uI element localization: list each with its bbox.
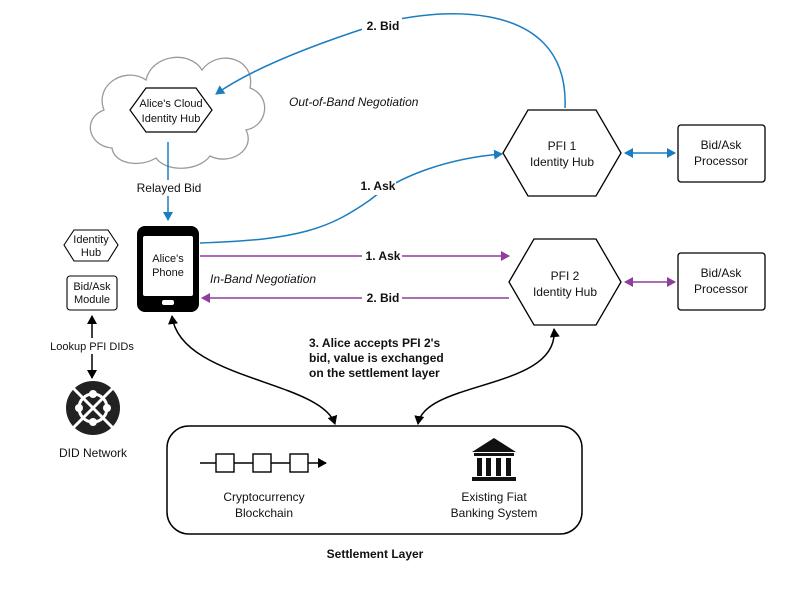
cloud-hub-hexagon (129, 87, 213, 133)
bank-icon (472, 438, 516, 481)
pfi2-settlement-arrow (414, 328, 560, 425)
accept-note-line-1: 3. Alice accepts PFI 2's (309, 336, 440, 350)
processor1-label-1: Bid/Ask (701, 138, 743, 152)
phone-label-2: Phone (152, 267, 184, 279)
fiat-label-1: Existing Fiat (461, 490, 527, 504)
processor1-label-2: Processor (694, 154, 748, 168)
pfi1-identity-hub: PFI 1 Identity Hub (502, 109, 622, 197)
ask-out-of-band-arrow (199, 149, 503, 244)
phone-label-1: Alice's (152, 253, 184, 265)
bidask-module: Bid/Ask Module (66, 275, 118, 311)
bid-out-of-band-label: 2. Bid (367, 19, 400, 33)
relayed-bid-label: Relayed Bid (137, 181, 202, 195)
crypto-label-1: Cryptocurrency (223, 490, 304, 504)
processor2-label-1: Bid/Ask (701, 266, 743, 280)
small-hub-label-1: Identity (73, 234, 109, 246)
module-label-2: Module (74, 294, 110, 306)
cloud-hub-label-1: Alice's Cloud (139, 98, 202, 110)
accept-note-line-2: bid, value is exchanged (309, 351, 444, 365)
bid-in-band-label: 2. Bid (367, 291, 400, 305)
ask-in-band-label: 1. Ask (366, 249, 401, 263)
blockchain-icon (200, 453, 327, 473)
bidask-processor-1: Bid/Ask Processor (677, 124, 766, 183)
ask-out-of-band-label: 1. Ask (361, 179, 396, 193)
processor2-label-2: Processor (694, 282, 748, 296)
phone-settlement-arrow (168, 315, 338, 425)
bidask-processor-2: Bid/Ask Processor (677, 252, 766, 311)
did-network-icon (66, 381, 120, 435)
crypto-label-2: Blockchain (235, 506, 293, 520)
lookup-label: Lookup PFI DIDs (50, 341, 134, 353)
pfi2-label-1: PFI 2 (551, 269, 580, 283)
out-of-band-label: Out-of-Band Negotiation (289, 95, 419, 109)
settlement-layer-label: Settlement Layer (327, 547, 424, 561)
small-identity-hub: Identity Hub (63, 229, 119, 262)
cloud-hub-label-2: Identity Hub (142, 113, 201, 125)
pfi1-label-2: Identity Hub (530, 155, 594, 169)
fiat-label-2: Banking System (451, 506, 538, 520)
cloud-identity-hub: Alice's Cloud Identity Hub (89, 56, 266, 169)
pfi2-identity-hub: PFI 2 Identity Hub (508, 238, 622, 326)
module-label-1: Bid/Ask (73, 281, 111, 293)
in-band-label: In-Band Negotiation (210, 272, 316, 286)
pfi1-label-1: PFI 1 (548, 139, 577, 153)
did-network-label: DID Network (59, 446, 128, 460)
accept-note-line-3: on the settlement layer (309, 366, 440, 380)
alice-phone: Alice's Phone (137, 226, 199, 312)
small-hub-label-2: Hub (81, 247, 101, 259)
pfi2-label-2: Identity Hub (533, 285, 597, 299)
